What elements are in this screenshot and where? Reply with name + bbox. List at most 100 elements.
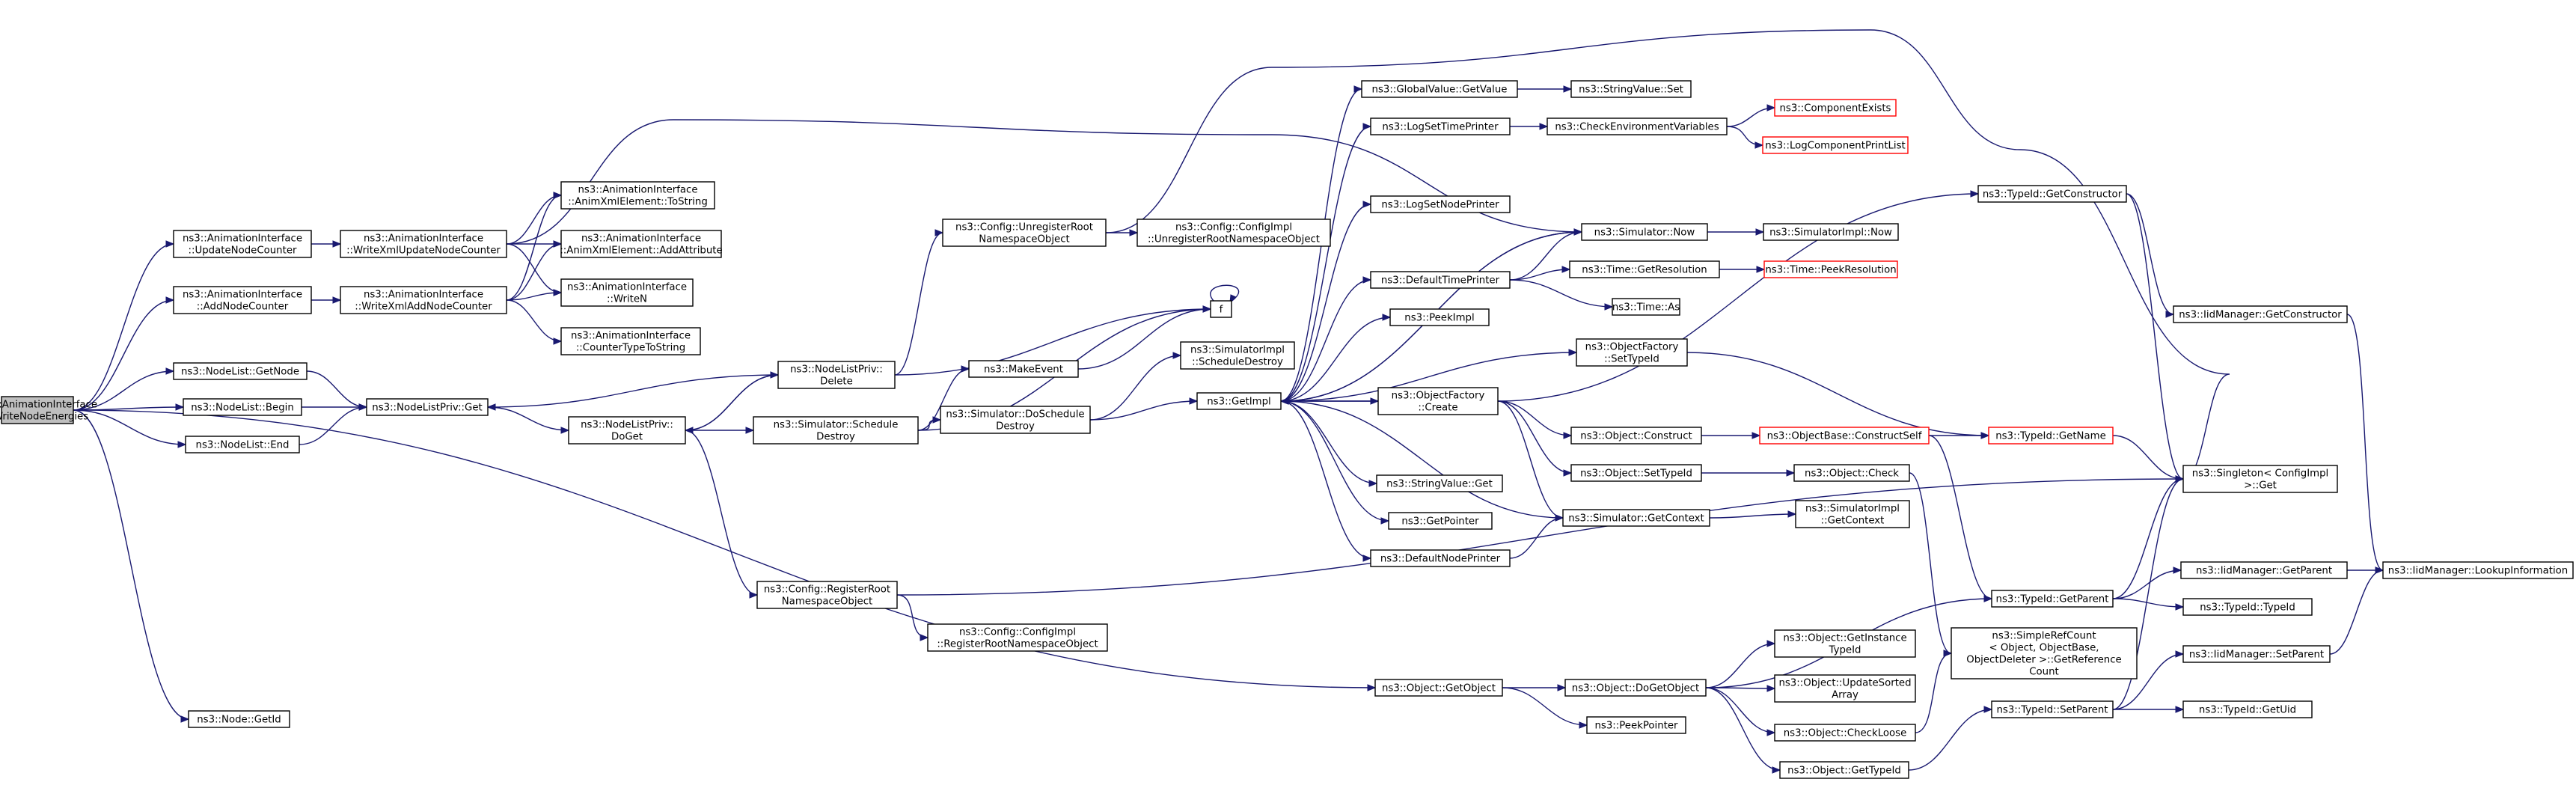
graph-node[interactable]: ns3::Singleton< ConfigImpl >::Get [2182,465,2338,493]
graph-node[interactable]: ns3::NodeList::Begin [183,398,302,416]
node-label: ns3::Simulator::Now [1594,227,1695,239]
graph-node[interactable]: ns3::SimulatorImpl::ScheduleDestroy [1180,341,1295,370]
graph-node[interactable]: ns3::TypeId::GetParent [1991,590,2114,608]
graph-node[interactable]: ns3::AnimationInterface::AnimXmlElement:… [560,181,715,210]
graph-node[interactable]: ns3::GetPointer [1388,512,1493,530]
node-label: ns3::AnimationInterface [183,233,302,245]
node-box [1180,341,1295,370]
call-edge [1497,400,1572,474]
graph-node[interactable]: ns3::LogSetNodePrinter [1370,195,1511,213]
node-box [1779,761,1909,779]
node-box [1774,674,1916,703]
graph-node[interactable]: ns3::NodeList::GetNode [173,362,308,380]
node-box [1570,427,1702,445]
graph-node[interactable]: ns3::IidManager::GetConstructor [2173,305,2348,323]
graph-node[interactable]: ns3::CheckEnvironmentVariables [1546,117,1728,135]
graph-node[interactable]: ns3::SimulatorImpl::GetContext [1795,500,1910,528]
graph-node[interactable]: ns3::GlobalValue::GetValue [1361,80,1518,98]
graph-node[interactable]: ns3::PeekPointer [1586,716,1686,734]
graph-node[interactable]: ns3::Object::Check [1793,464,1910,482]
graph-node[interactable]: ns3::AnimationInterface::CounterTypeToSt… [560,327,701,355]
graph-node[interactable]: ns3::StringValue::Set [1570,80,1692,98]
graph-node[interactable]: ns3::Object::SetTypeId [1570,464,1702,482]
call-edge [2112,598,2184,608]
graph-node[interactable]: ns3::Object::CheckLoose [1774,724,1916,742]
graph-node[interactable]: ns3::MakeEvent [968,360,1079,378]
node-box [1612,298,1680,316]
graph-node[interactable]: ns3::Config::RegisterRootNamespaceObject [756,581,898,609]
node-label: ns3::AnimationInterface [571,331,691,342]
graph-node[interactable]: ns3::Object::DoGetObject [1564,679,1707,697]
graph-node[interactable]: ns3::Simulator::GetContext [1562,509,1710,527]
graph-node[interactable]: ns3::Simulator::Now [1581,223,1708,241]
graph-node[interactable]: ns3::NodeListPriv::DoGet [568,416,686,445]
graph-node[interactable]: ns3::AnimationInterface::AddNodeCounter [173,286,312,314]
graph-node[interactable]: ns3::AnimationInterface::WriteN [560,278,694,307]
arrowhead [1362,276,1372,284]
graph-node[interactable]: ns3::PeekImpl [1389,308,1490,326]
graph-node[interactable]: ns3::IidManager::SetParent [2182,645,2331,663]
graph-node[interactable]: ns3::NodeListPriv::Delete [777,361,896,389]
graph-node[interactable]: ns3::SimpleRefCount< Object, ObjectBase,… [1951,627,2138,679]
graph-node[interactable]: ns3::GetImpl [1196,392,1282,410]
node-box [1370,195,1511,213]
graph-node[interactable]: ns3::Object::GetTypeId [1779,761,1909,779]
node-label: ns3::Object::GetObject [1382,683,1496,694]
graph-node[interactable]: ns3::Time::GetResolution [1569,260,1720,278]
graph-node[interactable]: ns3::Object::GetObject [1374,679,1503,697]
node-label: ns3::IidManager::SetParent [2189,650,2324,661]
graph-node[interactable]: ns3::AnimationInterface::AnimXmlElement:… [560,230,723,258]
call-edge [896,478,2184,596]
node-label: ::GetContext [1821,516,1885,527]
graph-node[interactable]: ns3::TypeId::TypeId [2182,598,2313,616]
arrowhead [332,296,342,304]
node-label: ns3::Object::GetTypeId [1787,766,1901,777]
graph-node[interactable]: ns3::NodeList::End [185,436,300,453]
graph-node[interactable]: ns3::TypeId::GetUid [2182,700,2313,718]
node-box [568,416,686,445]
call-edge [1928,435,1992,599]
graph-node[interactable]: ns3::DefaultNodePrinter [1370,549,1511,567]
graph-node[interactable]: ns3::ObjectFactory::SetTypeId [1576,338,1688,367]
graph-node[interactable]: ns3::Config::ConfigImpl::RegisterRootNam… [927,623,1108,652]
graph-node[interactable]: ns3::Config::UnregisterRootNamespaceObje… [942,219,1107,247]
node-label: ns3::IidManager::LookupInformation [2388,566,2568,577]
graph-node[interactable]: ns3::DefaultTimePrinter [1370,271,1511,289]
graph-node[interactable]: ns3::Object::Construct [1570,427,1702,445]
graph-node[interactable]: ns3::AnimationInterface::WriteXmlAddNode… [340,286,507,314]
node-box [1562,509,1710,527]
graph-node[interactable]: ns3::IidManager::LookupInformation [2382,561,2574,579]
graph-node[interactable]: ns3::Node::GetId [188,710,290,728]
graph-node[interactable]: ns3::ObjectFactory::Create [1377,387,1499,415]
graph-node[interactable]: ns3::AnimationInterface::WriteXmlUpdateN… [340,230,507,258]
graph-node[interactable]: ns3::Time::As [1612,298,1680,316]
graph-node[interactable]: ns3::NodeListPriv::Get [366,398,489,416]
node-label: ::WriteXmlAddNodeCounter [355,302,492,313]
graph-node[interactable]: ns3::StringValue::Get [1376,474,1503,492]
graph-node[interactable]: ns3::ComponentExists [1774,99,1897,117]
graph-node[interactable]: f [1210,300,1232,318]
arrowhead [1766,685,1776,692]
arrowhead [1368,480,1378,487]
graph-node[interactable]: ns3::Simulator::ScheduleDestroy [753,416,919,445]
arrowhead [1766,729,1776,736]
call-edge [2346,314,2384,571]
arrowhead [165,296,175,304]
graph-node[interactable]: ns3::ObjectBase::ConstructSelf [1759,427,1930,445]
graph-node[interactable]: ns3::TypeId::SetParent [1991,700,2114,718]
graph-node[interactable]: ns3::TypeId::GetName [1988,427,2114,445]
graph-node[interactable]: ns3::AnimationInterface::UpdateNodeCount… [173,230,312,258]
graph-node[interactable]: ns3::Config::ConfigImpl::UnregisterRootN… [1136,219,1331,247]
graph-node[interactable]: ns3::TypeId::GetConstructor [1977,185,2127,203]
graph-node[interactable]: ns3::AnimationInterface::WriteNodeEnergi… [0,396,97,424]
graph-node[interactable]: ns3::Time::PeekResolution [1763,260,1898,278]
graph-node[interactable]: ns3::LogComponentPrintList [1762,136,1909,154]
graph-node[interactable]: ns3::SimulatorImpl::Now [1763,223,1899,241]
call-edge [1089,400,1198,421]
node-box [1793,464,1910,482]
graph-node[interactable]: ns3::IidManager::GetParent [2180,561,2348,579]
graph-node[interactable]: ns3::LogSetTimePrinter [1370,117,1511,135]
